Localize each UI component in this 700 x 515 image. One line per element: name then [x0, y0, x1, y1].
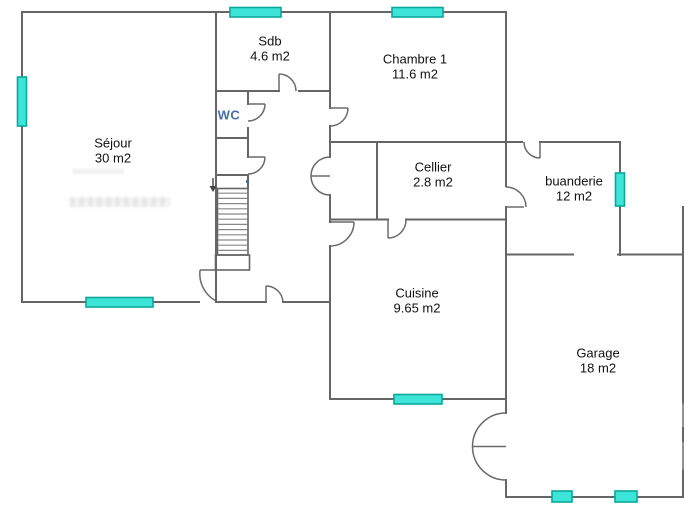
door-cuisine-hall [329, 221, 355, 247]
room-name: buanderie [545, 173, 603, 189]
door-chambre1 [329, 107, 349, 127]
window-buanderie-right [614, 172, 626, 207]
door-sejour-exterior [199, 269, 217, 302]
room-area: 30 m2 [94, 150, 132, 165]
room-area: 4.6 m2 [250, 48, 290, 63]
room-label-buanderie: buanderie 12 m2 [545, 173, 603, 204]
room-label-cuisine: Cuisine 9.65 m2 [393, 285, 441, 316]
door-sdb [278, 73, 297, 92]
room-area: 2.8 m2 [413, 174, 453, 189]
door-buanderie-cellier [505, 186, 527, 208]
room-label-garage: Garage 18 m2 [576, 345, 620, 376]
room-area: 9.65 m2 [393, 300, 441, 315]
room-label-cellier: Cellier 2.8 m2 [413, 159, 453, 190]
exterior-walls [21, 11, 684, 498]
window-sejour-left [16, 76, 28, 127]
window-sejour-bottom [85, 296, 154, 308]
double-door-garage [471, 412, 507, 481]
room-label-sdb: Sdb 4.6 m2 [250, 33, 290, 64]
vent-garage-right [614, 490, 638, 503]
interior-walls [215, 11, 507, 498]
room-area: 12 m2 [555, 188, 593, 203]
door-closet [247, 156, 266, 175]
room-name: Séjour [94, 135, 132, 151]
stairs-landing [214, 254, 251, 271]
stairs-treads [218, 192, 248, 251]
door-cuisine-cellier [387, 219, 407, 239]
room-label-chambre1: Chambre 1 11.6 m2 [382, 51, 448, 82]
room-name: Cuisine [395, 285, 439, 301]
window-sdb-top [229, 6, 282, 18]
doors [199, 73, 541, 481]
room-name: Garage [576, 345, 620, 361]
erased-text-artifact [70, 197, 170, 207]
door-wc [247, 103, 266, 122]
window-chambre1-top [391, 6, 444, 18]
double-door-placard [310, 156, 331, 196]
room-label-sejour: Séjour 30 m2 [94, 135, 132, 166]
door-buanderie-top [523, 141, 541, 159]
windows [16, 6, 638, 503]
room-area: 11.6 m2 [391, 66, 438, 81]
room-label-wc: WC [217, 107, 241, 123]
stairs-direction-arrow [209, 178, 217, 192]
room-name: Sdb [258, 33, 282, 49]
room-name: Cellier [414, 159, 452, 175]
door-entrance [265, 285, 284, 303]
stairs-annotation-mark [246, 180, 249, 183]
vent-garage-left [551, 490, 573, 503]
staircase [209, 178, 251, 271]
erased-line-artifact [72, 169, 124, 174]
room-name: Chambre 1 [382, 51, 448, 67]
room-area: 18 m2 [579, 360, 617, 375]
window-cuisine-bottom [393, 393, 443, 405]
